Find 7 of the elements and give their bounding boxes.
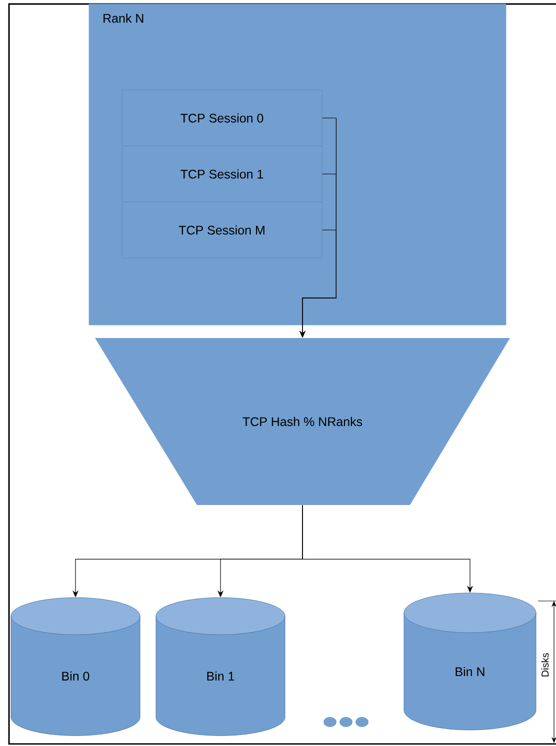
- session-box: TCP Session M: [122, 202, 322, 258]
- hash-trapezoid: TCP Hash % NRanks: [95, 338, 510, 505]
- disk-cylinder: Bin N: [404, 592, 536, 730]
- session-box: TCP Session 0: [122, 90, 322, 146]
- disk-cylinder: Bin 0: [10, 597, 140, 736]
- disk-cylinder: Bin 1: [156, 597, 286, 736]
- session-box: TCP Session 1: [122, 146, 322, 202]
